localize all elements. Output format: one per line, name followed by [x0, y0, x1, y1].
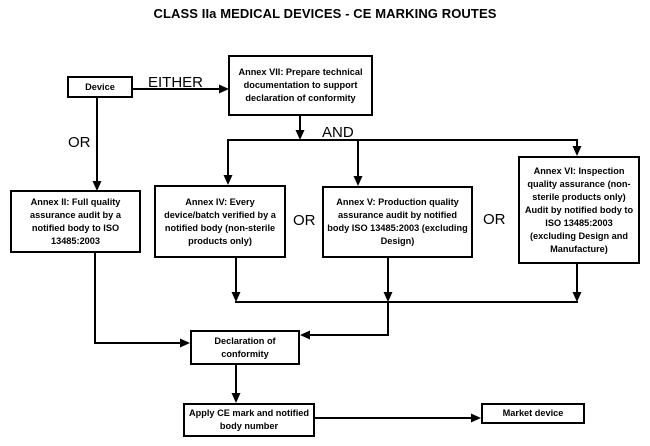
node-annex-v: Annex V: Production quality assurance au… [322, 186, 473, 258]
label-or-left: OR [68, 134, 91, 151]
node-annex-vii-label: Annex VII: Prepare technical documentati… [238, 67, 363, 103]
arrow-annex-vii-to-branch [295, 116, 305, 140]
arrow-apply-ce-to-market [315, 413, 481, 423]
node-annex-ii-label: Annex II: Full quality assurance audit b… [30, 196, 121, 246]
label-and: AND [322, 124, 354, 141]
arrow-annex-vi-to-collector [572, 264, 582, 302]
arrow-device-to-annex-ii [92, 98, 102, 191]
label-or-right: OR [483, 211, 506, 228]
arrow-device-to-annex-vii [133, 84, 229, 94]
arrow-annex-iv-to-collector [231, 258, 241, 302]
node-annex-ii: Annex II: Full quality assurance audit b… [10, 190, 141, 253]
node-market-device-label: Market device [502, 408, 564, 418]
node-annex-vi-label: Annex VI: Inspection quality assurance (… [524, 165, 634, 254]
node-declaration-label: Declaration of conformity [214, 335, 276, 359]
node-device-label: Device [85, 81, 115, 92]
node-annex-vii: Annex VII: Prepare technical documentati… [228, 55, 373, 116]
label-or-middle: OR [293, 212, 316, 229]
arrow-collector-to-declaration [300, 302, 389, 340]
diagram-title: CLASS IIa MEDICAL DEVICES - CE MARKING R… [153, 6, 497, 21]
node-annex-iv-label: Annex IV: Every device/batch verified by… [164, 196, 276, 246]
node-declaration: Declaration of conformity [190, 330, 300, 365]
node-device: Device [67, 76, 133, 98]
node-annex-iv: Annex IV: Every device/batch verified by… [154, 185, 286, 258]
arrow-declaration-to-apply-ce [231, 365, 241, 403]
node-apply-ce: Apply CE mark and notified body number [183, 403, 315, 437]
node-annex-v-label: Annex V: Production quality assurance au… [327, 197, 468, 246]
node-apply-ce-label: Apply CE mark and notified body number [189, 408, 309, 431]
branch-line-and [223, 139, 582, 186]
arrow-annex-v-to-collector [383, 258, 393, 302]
label-either: EITHER [148, 74, 204, 91]
node-market-device: Market device [481, 403, 585, 424]
node-annex-vi: Annex VI: Inspection quality assurance (… [518, 156, 640, 264]
arrow-annex-ii-to-declaration [94, 253, 190, 348]
